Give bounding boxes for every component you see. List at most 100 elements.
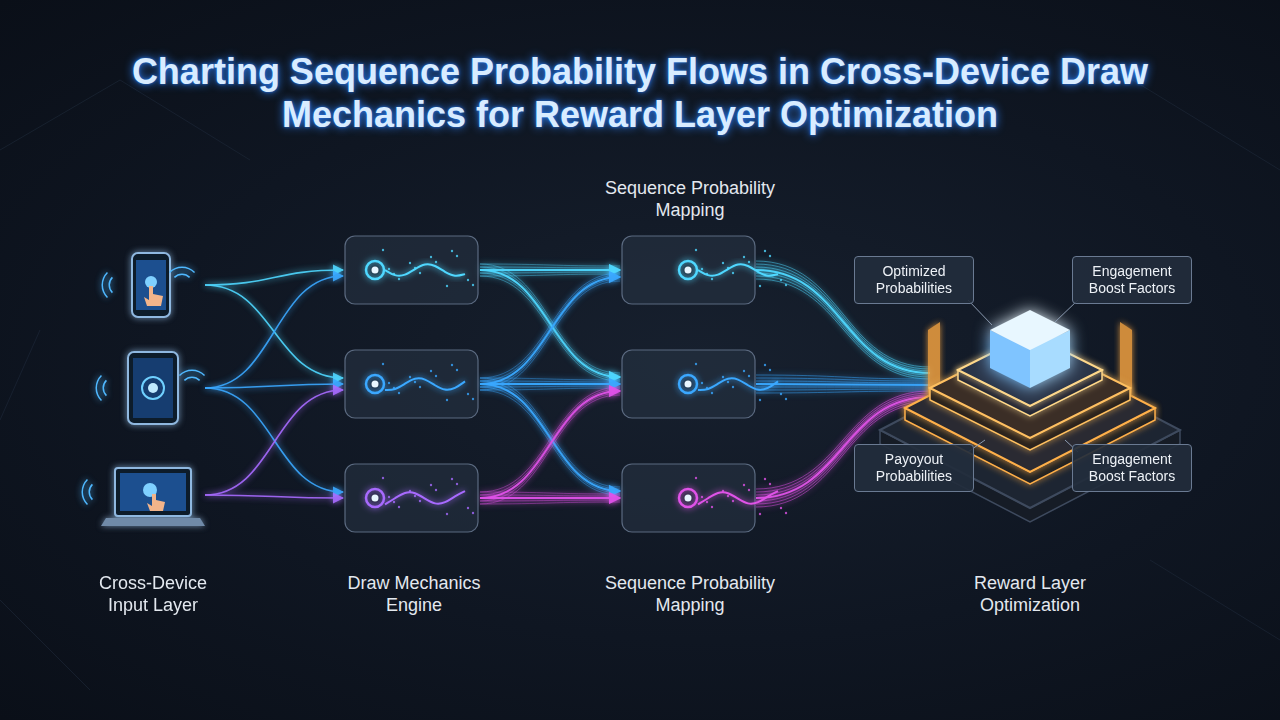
panel-frame <box>345 236 478 304</box>
flow-strand <box>480 389 620 495</box>
hand-icon <box>144 286 163 306</box>
panel-particle <box>382 363 384 365</box>
flow-strand <box>480 393 620 501</box>
panel-particle <box>759 399 761 401</box>
panel-core <box>366 375 384 393</box>
flow-line <box>205 384 343 388</box>
panel-particle <box>748 261 750 263</box>
panel-particle <box>472 398 474 400</box>
panel-particle <box>419 272 421 274</box>
panel-wave <box>385 378 465 390</box>
flow-strand <box>480 281 620 390</box>
panel-particle <box>467 279 469 281</box>
signal-arc <box>179 370 205 376</box>
signal-arc <box>96 375 102 401</box>
flow-strand <box>480 276 620 381</box>
laptop-base <box>101 518 205 526</box>
phone-screen <box>136 260 166 310</box>
laptop-screen <box>120 473 186 511</box>
panel-wave <box>698 264 778 275</box>
panel-particle <box>706 501 708 503</box>
panel-particle <box>706 387 708 389</box>
flow-strand <box>480 264 620 266</box>
touch-point <box>148 383 158 393</box>
panel-particle <box>748 375 750 377</box>
grid-line <box>0 80 120 150</box>
panel-particle <box>743 370 745 372</box>
flow-strand <box>480 387 620 492</box>
process-panel <box>345 236 478 304</box>
panel-core-dot <box>685 381 692 388</box>
panel-particle <box>722 262 724 264</box>
flow-strand <box>756 378 930 381</box>
panel-particle <box>398 278 400 280</box>
panel-particle <box>398 392 400 394</box>
cube-top <box>990 310 1070 350</box>
panel-particle <box>414 267 416 269</box>
flow-strand <box>480 279 620 387</box>
devices <box>82 253 206 526</box>
flow-strand <box>480 387 620 493</box>
panel-frame <box>345 464 478 532</box>
tablet-icon <box>128 352 178 424</box>
panel-particle <box>451 478 453 480</box>
panel-particle <box>769 255 771 257</box>
flow-strand <box>480 275 620 381</box>
flow-line <box>205 270 343 285</box>
panel-particle <box>764 250 766 252</box>
panel-core-dot <box>372 267 379 274</box>
leader-lines <box>968 300 1078 452</box>
panel-particle <box>456 369 458 371</box>
panel-particle <box>430 256 432 258</box>
flow-strand <box>480 273 620 378</box>
process-panel <box>345 464 478 532</box>
glow-cube <box>990 310 1070 388</box>
signal-arc <box>174 273 190 277</box>
panel-particle <box>769 483 771 485</box>
panel-particle <box>759 285 761 287</box>
panel-particle <box>456 483 458 485</box>
panel-particle <box>722 376 724 378</box>
panel-particle <box>701 268 703 270</box>
flow-strand <box>480 495 620 496</box>
column-label: Sequence Probability Mapping <box>590 573 790 616</box>
panel-particle <box>785 398 787 400</box>
panel-particle <box>695 363 697 365</box>
grid-line <box>0 600 90 690</box>
touch-ring <box>142 377 164 399</box>
panel-particle <box>785 284 787 286</box>
phone-icon <box>132 253 170 317</box>
panel-particle <box>435 375 437 377</box>
process-panel <box>345 350 478 418</box>
panel-particle <box>456 255 458 257</box>
laptop-screen-frame <box>115 468 191 516</box>
panel-particle <box>769 369 771 371</box>
panel-particle <box>451 364 453 366</box>
grid-line <box>0 330 40 420</box>
box-label: Engagement Boost Factors <box>1082 451 1182 485</box>
panel-particle <box>711 278 713 280</box>
panel-particle <box>780 393 782 395</box>
panel-particle <box>430 484 432 486</box>
process-panels <box>345 236 787 532</box>
flow-strand <box>480 270 620 377</box>
panel-particle <box>393 273 395 275</box>
panel-particle <box>435 489 437 491</box>
flow-strand <box>480 497 620 499</box>
panel-wave <box>385 491 465 504</box>
panel-core <box>679 261 697 279</box>
panel-particle <box>764 364 766 366</box>
panel-particle <box>701 496 703 498</box>
panel-particle <box>393 387 395 389</box>
leader-line <box>968 300 992 325</box>
diagram-title: Charting Sequence Probability Flows in C… <box>90 50 1190 136</box>
panel-particle <box>430 370 432 372</box>
panel-particle <box>472 284 474 286</box>
panel-particle <box>759 513 761 515</box>
label-box: Engagement Boost Factors <box>1072 444 1192 492</box>
signal-arc <box>102 380 106 396</box>
flow-strand <box>756 389 930 390</box>
panel-particle <box>467 507 469 509</box>
panel-frame <box>345 350 478 418</box>
panel-particle <box>780 279 782 281</box>
